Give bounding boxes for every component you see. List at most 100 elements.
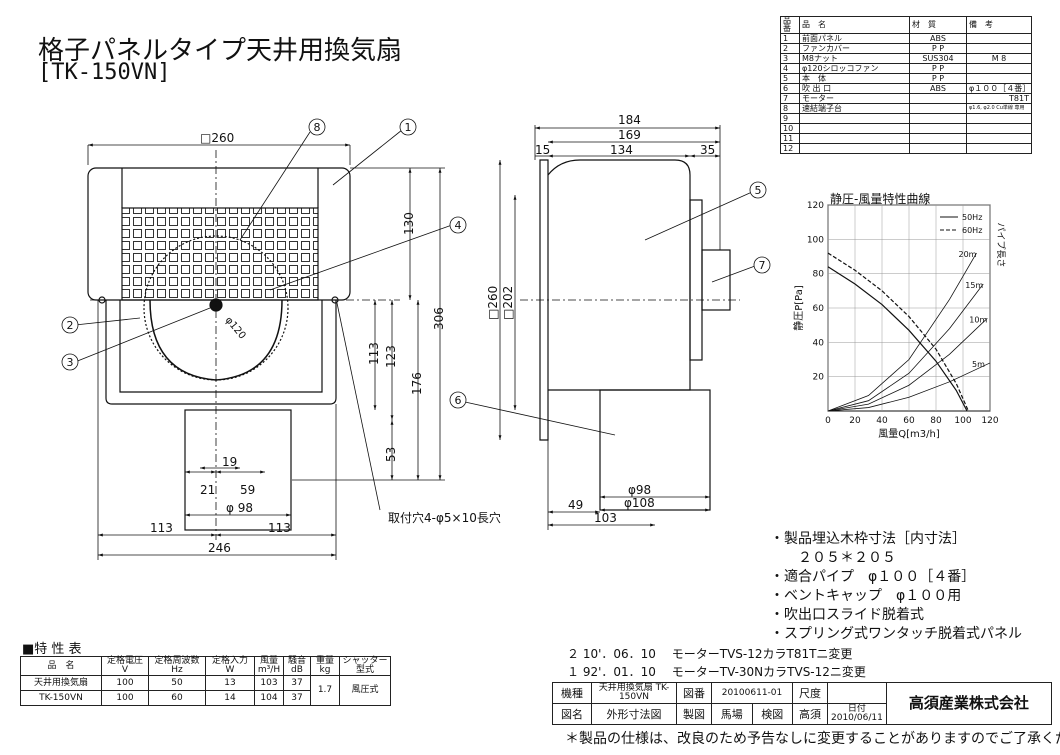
y-tick-label: 100 — [807, 235, 824, 245]
seizu-label: 製図 — [676, 703, 712, 725]
kishu-label: 機種 — [552, 682, 592, 704]
cell: TK-150VN — [20, 690, 102, 706]
kishu-value: 天井用換気扇 TK-150VN — [591, 682, 677, 704]
cell: 100 — [101, 675, 149, 691]
side-duct — [599, 389, 711, 511]
callout-1 — [399, 118, 417, 136]
pipe-curve-label: 5m — [972, 360, 985, 369]
dim-label: 306 — [432, 307, 446, 330]
pipe-curve — [827, 362, 991, 412]
dim-label: φ98 — [628, 483, 651, 497]
y-tick-label: 20 — [813, 373, 825, 383]
footer-note: ＊製品の仕様は、改良のため予告なしに変更することがありますのでご了承ください。 — [565, 731, 1060, 747]
side-motor — [701, 249, 731, 311]
parts-row: 12 — [780, 143, 1032, 154]
dim-label: 53 — [384, 447, 398, 462]
pipe-curve — [827, 318, 988, 412]
note-line: ２０５＊２０５ — [770, 550, 896, 566]
callout-number: 3 — [67, 356, 74, 369]
spec-header: 定格電圧 V — [101, 656, 149, 676]
y-tick-label: 80 — [813, 270, 825, 280]
dim-label: 21 — [200, 483, 215, 497]
title-block: 機種 天井用換気扇 TK-150VN 図番 20100611-01 尺度 高須産… — [552, 682, 1052, 725]
dim-label: 134 — [610, 143, 633, 157]
revision-line: ２ 10'．06．10 モーターTVS-12カラT81Tニ変更 — [567, 647, 853, 661]
dim-label: 113 — [150, 521, 173, 535]
callout-number: 1 — [405, 121, 412, 134]
dim-label: 184 — [618, 113, 641, 127]
legend-label: 50Hz — [962, 213, 982, 222]
pipe-curve-label: 10m — [969, 315, 987, 324]
spec-row: TK-150VN 100 60 14 104 37 — [20, 690, 391, 706]
zumei-label: 図名 — [552, 703, 592, 725]
callout-number: 7 — [759, 259, 766, 272]
cell: 50 — [148, 675, 206, 691]
y-tick-label: 120 — [807, 201, 824, 211]
cell: 37 — [283, 675, 311, 691]
seizu-value: 馬場 — [711, 703, 753, 725]
x-axis-label: 風量Q[m3/h] — [878, 428, 940, 440]
dim-label: 113 — [367, 342, 381, 365]
callout-number: 5 — [755, 184, 762, 197]
kenzu-value: 高須 — [792, 703, 828, 725]
note-line: ・ベントキャップ φ１００用 — [770, 588, 962, 604]
revision-line: １ 92'．01．10 モーターTV-30NカラTVS-12ニ変更 — [567, 665, 866, 679]
callout-8 — [308, 118, 326, 136]
callout-5 — [749, 181, 767, 199]
callout-2 — [61, 316, 79, 334]
dim-label: 35 — [700, 143, 715, 157]
x-tick-label: 100 — [954, 416, 971, 426]
x-tick-label: 80 — [930, 416, 942, 426]
callout-4 — [449, 216, 467, 234]
mount-hole-label: 取付穴4-φ5×10長穴 — [388, 510, 501, 525]
spec-header: 風量 m³/H — [254, 656, 284, 676]
cell: 60 — [148, 690, 206, 706]
dim-label: 130 — [402, 212, 416, 235]
series-line — [827, 266, 968, 412]
callout-7 — [753, 256, 771, 274]
model-number: [TK-150VN] — [38, 60, 171, 85]
side-dim-text: 184 169 15 134 35 □260 □202 φ98 φ108 49 … — [486, 113, 715, 525]
dim-label: 176 — [410, 372, 424, 395]
date-label: 日付 — [847, 704, 866, 714]
dim-label: 113 — [268, 521, 291, 535]
cell: 37 — [283, 690, 311, 706]
dim-label: 169 — [618, 128, 641, 142]
note-line: ・吹出口スライド脱着式 — [770, 607, 924, 623]
side-callouts — [449, 181, 771, 436]
callout-6 — [449, 391, 467, 409]
date-value: 2010/06/11 — [831, 713, 883, 723]
cell: 風圧式 — [339, 675, 391, 706]
page-title: 格子パネルタイプ天井用換気扇 — [38, 36, 403, 66]
zumei-value: 外形寸法図 — [591, 703, 677, 725]
spec-header: 定格周波数 Hz — [148, 656, 206, 676]
front-dim-text: □260 130 306 113 123 176 53 19 21 59 φ 9… — [150, 131, 501, 555]
cell: 天井用換気扇 — [20, 675, 102, 691]
dim-label: φ 98 — [226, 501, 253, 515]
dim-label: 246 — [208, 541, 231, 555]
shakudo-label: 尺度 — [792, 682, 828, 704]
note-line: ・適合パイプ φ１００［４番］ — [770, 569, 976, 585]
x-tick-label: 60 — [903, 416, 915, 426]
cell: 14 — [205, 690, 255, 706]
notes: ・製品埋込木枠寸法［内寸法］ ２０５＊２０５ ・適合パイプ φ１００［４番］ ・… — [770, 530, 1022, 644]
spec-header: シャッター型式 — [339, 656, 391, 676]
note-line: ・製品埋込木枠寸法［内寸法］ — [770, 531, 966, 547]
cell: 104 — [254, 690, 284, 706]
side-body — [547, 159, 691, 391]
callout-number: 8 — [314, 121, 321, 134]
front-dims — [87, 143, 445, 560]
y-axis-label: 静圧P[Pa] — [792, 285, 805, 331]
dim-label: 19 — [222, 455, 237, 469]
duct — [184, 409, 292, 531]
dim-label: □260 — [200, 131, 234, 145]
cell: 103 — [254, 675, 284, 691]
callout-number: 4 — [455, 219, 462, 232]
note-line: ・スプリング式ワンタッチ脱着式パネル — [770, 626, 1022, 642]
chart-title: 静圧-風量特性曲線 — [830, 192, 931, 206]
callout-number: 6 — [455, 394, 462, 407]
dim-label: 59 — [240, 483, 255, 497]
cell: 100 — [101, 690, 149, 706]
